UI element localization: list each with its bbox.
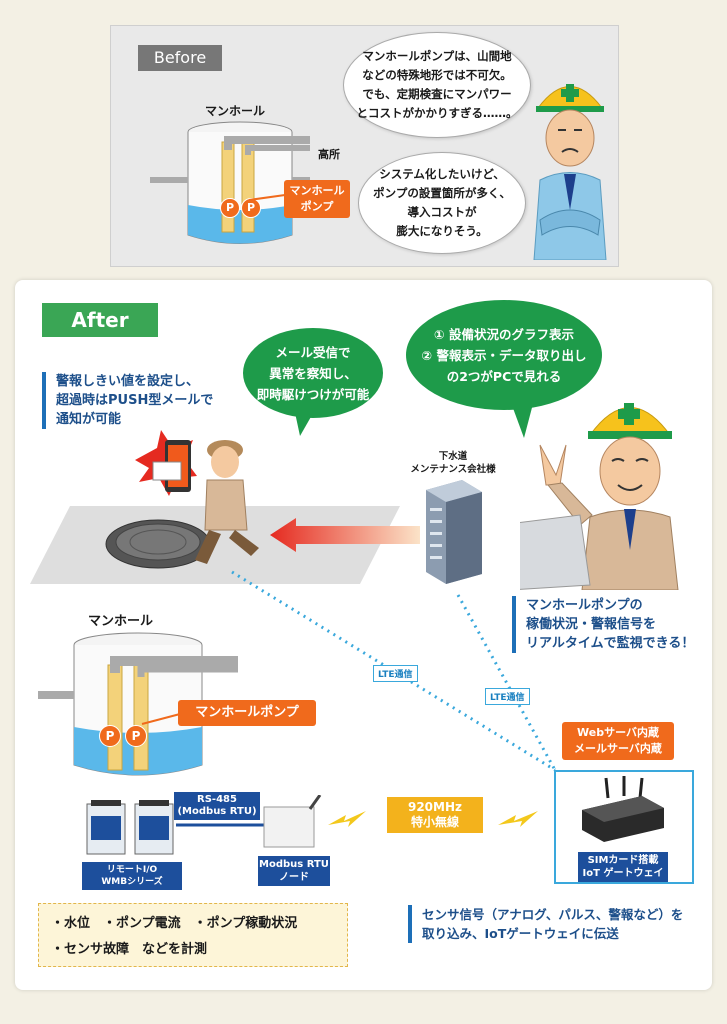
- rs485-label: RS-485 (Modbus RTU): [174, 792, 260, 820]
- modbus-rtu-node-device: [263, 795, 322, 848]
- note-alert-threshold: 警報しきい値を設定し、 超過時はPUSH型メールで 通知が可能: [42, 372, 256, 429]
- before-pump-pointer: [248, 194, 286, 201]
- remote-io-label: リモートI/O WMBシリーズ: [82, 862, 182, 890]
- before-bubble-system: システム化したいけど、 ポンプの設置箇所が多く、 導入コストが 膨大になりそう。: [358, 152, 526, 254]
- after-pump-p1: P: [99, 725, 121, 747]
- running-worker-illustration: [135, 430, 259, 564]
- iot-gateway-device: [582, 776, 664, 842]
- lte-label-2: LTE通信: [485, 688, 530, 705]
- after-pump-pointer: [141, 713, 181, 725]
- before-pump-p1: P: [220, 198, 240, 218]
- lte-label-1: LTE通信: [373, 665, 418, 682]
- notify-arrow: [270, 518, 420, 552]
- remote-io-devices: [86, 800, 174, 855]
- lightning-left-icon: [328, 811, 366, 827]
- rs485-line: [176, 823, 266, 827]
- happy-worker-illustration: [520, 403, 679, 590]
- before-pump-p2: P: [241, 198, 261, 218]
- bubble-graph-display: ① 設備状況のグラフ表示 ② 警報表示・データ取り出し の2つがPCで見れる: [406, 300, 602, 410]
- after-tag: After: [42, 303, 158, 337]
- worried-worker-illustration: [533, 84, 607, 260]
- bubble-mail-received: メール受信で 異常を察知し、 即時駆けつけが可能: [243, 328, 383, 418]
- gateway-features-label: Webサーバ内蔵 メールサーバ内蔵: [562, 722, 674, 760]
- before-tag: Before: [138, 45, 222, 71]
- bubble-mail-tail: [294, 408, 316, 436]
- modbus-rtu-node-label: Modbus RTU ノード: [258, 856, 330, 886]
- server-icon: [426, 480, 482, 584]
- before-manhole-label: マンホール: [205, 104, 266, 118]
- before-high-label: 高所: [318, 148, 340, 161]
- before-pump-label: マンホール ポンプ: [284, 180, 350, 218]
- server-label: 下水道 メンテナンス会社様: [410, 451, 496, 475]
- bubble-graph-tail: [510, 400, 534, 438]
- after-pump-label: マンホールポンプ: [178, 700, 316, 726]
- note-sensor-signal: センサ信号（アナログ、パルス、警報など）を 取り込み、IoTゲートウェイに伝送: [408, 905, 712, 943]
- gateway-label: SIMカード搭載 IoT ゲートウェイ: [578, 852, 668, 882]
- measurement-line-2: ・センサ故障 などを計測: [51, 942, 208, 957]
- before-bubble-cost: マンホールポンプは、山間地 などの特殊地形では不可欠。 でも、定期検査にマンパワ…: [343, 32, 531, 138]
- measurement-line-1: ・水位 ・ポンプ電流 ・ポンプ稼動状況: [51, 916, 298, 931]
- after-pump-p2: P: [125, 725, 147, 747]
- after-manhole-label: マンホール: [88, 614, 154, 629]
- note-realtime-monitor: マンホールポンプの 稼働状況・警報信号を リアルタイムで監視できる！: [512, 596, 716, 653]
- lightning-right-icon: [498, 811, 538, 827]
- measurement-box: ・水位 ・ポンプ電流 ・ポンプ稼動状況 ・センサ故障 などを計測: [38, 903, 348, 967]
- wireless-label: 920MHz 特小無線: [387, 797, 483, 833]
